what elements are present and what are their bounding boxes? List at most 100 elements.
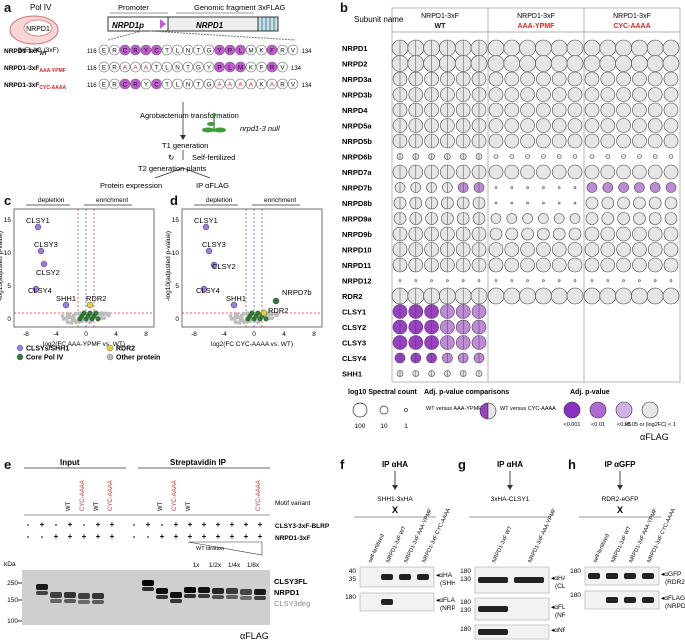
e-sign: - [27,532,30,541]
panel-label-c: c [4,193,12,208]
e-band [92,593,104,599]
ytick: 15 [172,217,180,224]
residue-letter: M [248,47,253,54]
residue-letter: G [207,81,212,88]
mw-label: 130 [460,576,471,583]
dot [631,287,648,305]
dot [616,102,631,118]
pol-iv-point [263,316,269,322]
e-variant-label: CYC-AAAA [256,480,262,511]
labeled-point [86,301,94,309]
other-point [270,316,275,320]
subunit-name: NRPD8b [342,199,372,208]
e-sign: + [244,520,249,529]
group-sub: CYC-AAAA [613,23,650,30]
residue-circle [224,61,236,73]
dot [599,55,617,72]
e-sign: + [110,520,115,529]
dot [646,55,664,72]
blot-band [478,629,508,635]
e-sign: + [230,520,235,529]
dot [568,227,582,241]
residue-letter: E [102,47,106,54]
dot [536,87,551,102]
residue-letter: A [217,81,222,88]
e-mw: 100 [7,618,18,625]
dot [647,226,663,242]
e-band [254,589,266,595]
residue-letter: L [228,64,232,71]
dot [616,257,631,273]
residue-letter: L [239,47,243,54]
blot-membrane [359,592,435,612]
x-label: X [617,505,623,515]
subunit-name: NRPD3a [342,75,372,84]
dot [616,133,631,149]
dot [520,164,535,180]
e-sign: + [174,520,179,529]
dot [526,201,529,205]
residue-letter: A [249,81,254,88]
blot-band [381,599,393,605]
e-sign: + [40,520,45,529]
dot [519,55,536,72]
dot [600,87,616,102]
residue-letter: T [197,81,201,88]
point-label: SHH1 [226,294,246,303]
legend-count-label: 100 [355,423,366,430]
dot [600,133,616,149]
e-titr-label: 1x [193,562,201,569]
bait-label: RDR2-eGFP [602,496,639,503]
construct-name: NRPD1-3xFAAA-YPMF [4,65,66,74]
dot [552,227,566,241]
group-sub: WT [435,23,447,30]
e-sign: + [216,532,221,541]
other-point [74,311,79,316]
blot-label-sub: (NRPD1) [440,605,455,612]
residue-circle [161,61,173,73]
legend-p-label: <0.001 [564,422,581,428]
e-sign: + [230,532,235,541]
subunit-name: CLSY2 [342,323,366,332]
blot-label-sub: (SHH1) [440,580,455,587]
dot [634,182,645,193]
point-label: CLSY3 [202,240,226,249]
subunit-name: NRPD5b [342,137,372,146]
subunit-name: NRPD4 [342,106,368,115]
panel-label-d: d [170,193,178,208]
subunit-name: NRPD11 [342,261,371,270]
subunit-name: NRPD9a [342,215,372,224]
step-t1: T1 generation [162,141,208,150]
nrpd1p-label: NRPD1p [112,21,144,30]
e-band [226,588,238,594]
residue-circle [235,61,246,73]
dot [631,55,648,72]
dot [567,164,583,180]
dot [586,182,598,193]
dot [622,279,625,282]
subunit-name: NRPD7a [342,168,372,177]
e-sign: + [258,520,263,529]
subunit-name: RDR2 [342,292,362,301]
residue-letter: R [112,81,117,88]
blot-label-sub: (NRPD1) [555,612,565,619]
dot [669,279,673,282]
e-mw: 150 [7,597,18,604]
dot [647,164,663,180]
dot [520,118,535,133]
blot-band [478,577,508,583]
subunit-header: Subunit name [354,15,404,24]
residue-letter: L [176,47,180,54]
dot [662,287,680,305]
dot [535,39,552,57]
dot [632,226,647,242]
dot [550,287,568,305]
dot [488,87,504,102]
e-variant-label: CYC-AAAA [172,480,178,511]
e-motif-variant: Motif variant [275,500,311,507]
dot [542,279,545,282]
residue-circle [151,78,162,90]
dot [494,201,498,205]
ytick: 15 [4,217,12,224]
promoter-label: Promoter [118,3,149,12]
